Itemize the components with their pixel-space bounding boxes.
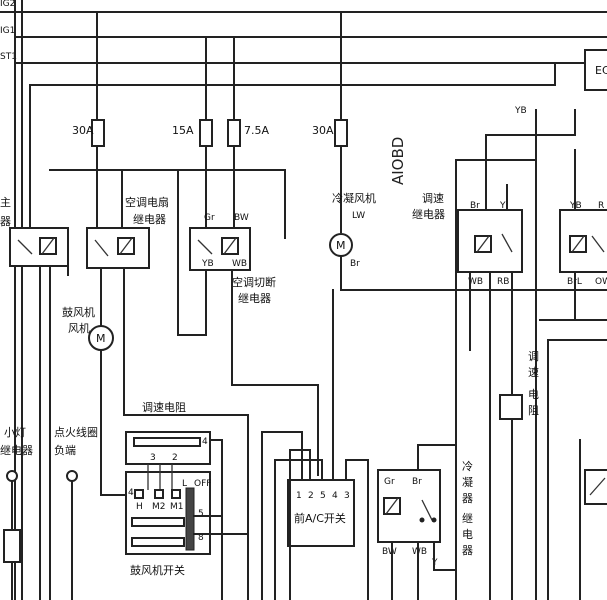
switch-pos-m2: M2	[152, 502, 166, 512]
wire-code-bw-c: BW	[382, 547, 397, 557]
ac-cutoff-relay: Gr BW YB WB 空调切断 继电器	[189, 213, 276, 305]
ac-pin-1: 1	[296, 491, 302, 501]
condenser-motor-icon: M	[336, 239, 346, 252]
wire-code-br-r1: Br	[470, 201, 480, 211]
speed-relay-1-label-1: 调速	[422, 192, 444, 205]
fuse-30a-right-label: 30A	[312, 124, 334, 137]
condenser-relay-char-2: 凝	[462, 475, 473, 489]
small-light-label-2: 继电器	[0, 444, 33, 457]
ecu-label: EC	[595, 64, 607, 77]
ignition-coil-terminal: 点火线圈 负端	[54, 425, 98, 600]
blower-motor-icon: M	[96, 332, 106, 345]
ac-fan-relay-label-2: 继电器	[133, 213, 166, 226]
ecu-box	[584, 49, 607, 91]
side-resistor-char-4: 阻	[528, 404, 539, 417]
main-relay-label-2: 器	[0, 215, 11, 228]
condenser-fan-label-1: 冷凝风机	[332, 191, 376, 205]
wire-code-yb-top: YB	[514, 106, 527, 116]
ac-pin-4: 4	[332, 491, 338, 501]
speed-relay-1: 调速 继电器 Br Y WB RB	[412, 192, 523, 287]
ignition-label-2: 负端	[54, 443, 76, 457]
blower-motor-label-2: 风机	[68, 321, 90, 335]
front-ac-switch: 1 2 5 4 3 前A/C开关	[287, 479, 355, 547]
speed-resistor-block: 4 3 2	[125, 431, 211, 465]
resistor-pin-3: 3	[150, 453, 156, 463]
switch-pin-5: 5	[198, 509, 204, 519]
speed-relay-2: YB R BrL OW	[559, 201, 607, 287]
wire-code-wb-1: WB	[232, 259, 247, 269]
wire-code-yb-1: YB	[201, 259, 214, 269]
right-partial-relay	[584, 469, 607, 505]
ac-pin-5: 5	[320, 491, 326, 501]
wire-code-ow-r2: OW	[595, 277, 607, 287]
condenser-relay-char-6: 器	[462, 544, 473, 557]
fuse-30a-left	[91, 119, 105, 147]
fuse-30a-left-label: 30A	[72, 124, 94, 137]
blower-motor-label-1: 鼓风机	[62, 305, 95, 319]
side-resistor-char-2: 速	[528, 366, 539, 379]
left-busses	[14, 0, 556, 600]
fuse-30a-right	[334, 119, 348, 147]
speed-relay-1-label-2: 继电器	[412, 208, 445, 221]
side-resistor-char-1: 调	[528, 350, 539, 363]
switch-pos-h: H	[136, 502, 143, 512]
resistor-pin-4: 4	[202, 437, 208, 447]
fuse-7-5a	[227, 119, 241, 147]
main-relay: 主 器	[0, 196, 69, 267]
blower-switch-label: 鼓风机开关	[130, 563, 185, 577]
resistor-pin-2: 2	[172, 453, 178, 463]
ac-pin-3: 3	[344, 491, 350, 501]
power-rails: IG2 IG1 ST1	[0, 0, 607, 64]
wire-code-gr-1: Gr	[204, 213, 215, 223]
condenser-relay-char-5: 电	[462, 528, 473, 541]
switch-pos-l: L	[182, 479, 187, 489]
fuses: 30A 15A 7.5A 30A	[72, 11, 348, 233]
condenser-relay-char-3: 器	[462, 492, 473, 505]
speed-resistor-side	[499, 394, 523, 420]
blower-motor: 鼓风机 风机 M	[62, 305, 114, 351]
side-resistor-char-3: 电	[528, 388, 539, 401]
wire-code-rb-r1: RB	[497, 277, 509, 287]
speed-resistor-top-label: 调速电阻	[142, 401, 186, 414]
switch-pin-4: 4	[128, 488, 134, 498]
wire-code-bw-1: BW	[234, 213, 249, 223]
ac-fan-relay: 空调电扇 继电器	[86, 195, 169, 269]
rail-st1-label: ST1	[0, 52, 17, 62]
ac-pin-2: 2	[308, 491, 314, 501]
small-light-label-1: 小灯	[4, 426, 26, 439]
condenser-fan-motor: M 冷凝风机 LW Br	[329, 191, 376, 269]
switch-pos-m1: M1	[170, 502, 184, 512]
condenser-relay-char-4: 继	[462, 512, 473, 525]
main-relay-label-1: 主	[0, 196, 11, 209]
wire-code-br-c: Br	[412, 477, 422, 487]
condenser-relay-char-1: 冷	[462, 460, 473, 473]
front-ac-switch-label: 前A/C开关	[294, 511, 346, 525]
fuse-15a-label: 15A	[172, 124, 194, 137]
ac-fan-relay-label-1: 空调电扇	[125, 195, 169, 209]
cutoff-relay-label-2: 继电器	[238, 292, 271, 305]
watermark-aiobd: AIOBD	[389, 137, 407, 185]
ignition-label-1: 点火线圈	[54, 425, 98, 439]
condenser-fan-label-2: LW	[352, 211, 365, 221]
blower-switch: H M2 M1 L OFF 4 5 8 鼓风机开关	[125, 464, 211, 577]
wire-code-r-r2: R	[598, 201, 604, 211]
switch-pin-8: 8	[198, 533, 204, 543]
rail-ig1-label: IG1	[0, 26, 15, 36]
small-light-relay: 小灯 继电器	[0, 426, 33, 600]
rail-ig2-label: IG2	[0, 0, 15, 9]
cutoff-relay-label-1: 空调切断	[232, 275, 276, 289]
wire-code-y-r1: Y	[499, 201, 506, 211]
fuse-7-5a-label: 7.5A	[244, 124, 269, 137]
fuse-15a	[199, 119, 213, 147]
wire-code-wb-r1: WB	[468, 277, 483, 287]
wire-code-wb-c: WB	[412, 547, 427, 557]
condenser-relay: Gr Br BW WB Y	[377, 469, 441, 568]
wire-code-gr-c: Gr	[384, 477, 395, 487]
wire-code-br-motor: Br	[350, 259, 360, 269]
switch-pos-off: OFF	[194, 479, 211, 489]
